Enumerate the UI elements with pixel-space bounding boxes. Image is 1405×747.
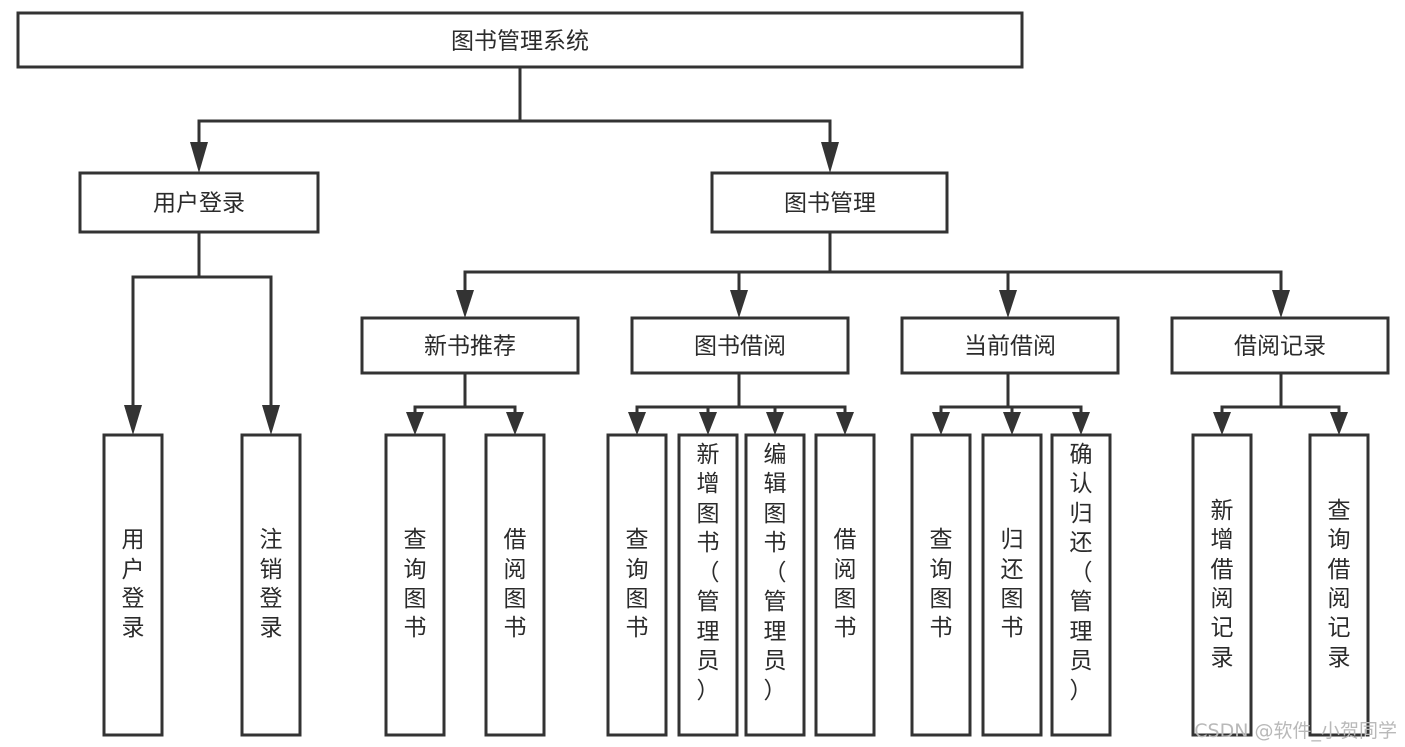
node-book-management[interactable]: 图书管理	[710, 171, 949, 234]
arrow-head-bb-borrow	[836, 412, 854, 435]
node-box-book-borrow[interactable]	[630, 316, 850, 375]
node-label-user-login: 用户登录	[153, 191, 245, 217]
node-box-root[interactable]	[16, 11, 1024, 69]
node-label-new-book-recommend: 新书推荐	[424, 334, 516, 360]
node-user-login[interactable]: 用户登录	[78, 171, 320, 234]
connector-group-new-book-rec	[406, 371, 524, 435]
node-label-borrow-record: 借阅记录	[1234, 334, 1326, 360]
arrow-head-bb-query	[628, 412, 646, 435]
node-box-current-borrow[interactable]	[900, 316, 1120, 375]
arrow-head-cb-query	[932, 412, 950, 435]
node-box-borrow-record[interactable]	[1170, 316, 1390, 375]
node-label-current-borrow: 当前借阅	[964, 334, 1056, 360]
arrow-head-bb-edit	[766, 412, 784, 435]
arrow-head-br-query	[1330, 412, 1348, 435]
leaf-box-logout[interactable]	[240, 433, 302, 737]
leaf-box-bb-borrow-book[interactable]	[814, 433, 876, 737]
node-box-book-management[interactable]	[710, 171, 949, 234]
arrow-head-user-login	[190, 142, 208, 173]
node-label-root: 图书管理系统	[451, 29, 589, 55]
arrow-head-book-mgmt	[821, 142, 839, 173]
leaf-box-nbr-borrow-book[interactable]	[484, 433, 546, 737]
arrow-head-nbr-borrow	[506, 412, 524, 435]
node-label-book-management: 图书管理	[784, 191, 876, 217]
leaf-box-bb-query-book[interactable]	[606, 433, 668, 737]
arrow-head-br-add	[1213, 412, 1231, 435]
arrow-head-bb-add	[699, 412, 717, 435]
arrow-head-current-borrow	[999, 290, 1017, 318]
connector-group-root	[190, 65, 839, 173]
arrow-head-nbr-query	[406, 412, 424, 435]
connector-group-book-mgmt	[456, 230, 1290, 318]
connector-group-user-login	[124, 230, 280, 435]
node-current-borrow[interactable]: 当前借阅	[900, 316, 1120, 375]
node-box-user-login[interactable]	[78, 171, 320, 234]
leaf-box-bb-add-book[interactable]	[677, 433, 739, 737]
arrow-head-borrow-record	[1272, 290, 1290, 318]
leaf-box-cb-query-book[interactable]	[910, 433, 972, 737]
node-book-borrow[interactable]: 图书借阅	[630, 316, 850, 375]
arrow-head-cb-confirm	[1072, 412, 1090, 435]
connector-group-current-borrow	[932, 371, 1090, 435]
arrow-head-new-book-rec	[456, 290, 474, 318]
arrow-head-book-borrow	[730, 290, 748, 318]
node-new-book-recommend[interactable]: 新书推荐	[360, 316, 580, 375]
leaf-box-br-add-record[interactable]	[1191, 433, 1253, 737]
node-box-new-book-recommend[interactable]	[360, 316, 580, 375]
node-label-book-borrow: 图书借阅	[694, 334, 786, 360]
leaf-box-user-login[interactable]	[102, 433, 164, 737]
leaf-box-cb-confirm-return[interactable]	[1050, 433, 1112, 737]
connector-group-book-borrow	[628, 371, 854, 435]
leaf-box-br-query-record[interactable]	[1308, 433, 1370, 737]
leaf-box-cb-return-book[interactable]	[981, 433, 1043, 737]
arrow-head-cb-return	[1003, 412, 1021, 435]
leaf-box-nbr-query-book[interactable]	[384, 433, 446, 737]
leaf-box-bb-edit-book[interactable]	[744, 433, 806, 737]
node-root[interactable]: 图书管理系统	[16, 11, 1024, 69]
arrow-head-leaf-logout	[262, 405, 280, 435]
arrow-head-leaf-user-login	[124, 405, 142, 435]
leaf-box-group	[102, 433, 1370, 737]
connector-group-borrow-record	[1213, 371, 1348, 435]
node-borrow-record[interactable]: 借阅记录	[1170, 316, 1390, 375]
